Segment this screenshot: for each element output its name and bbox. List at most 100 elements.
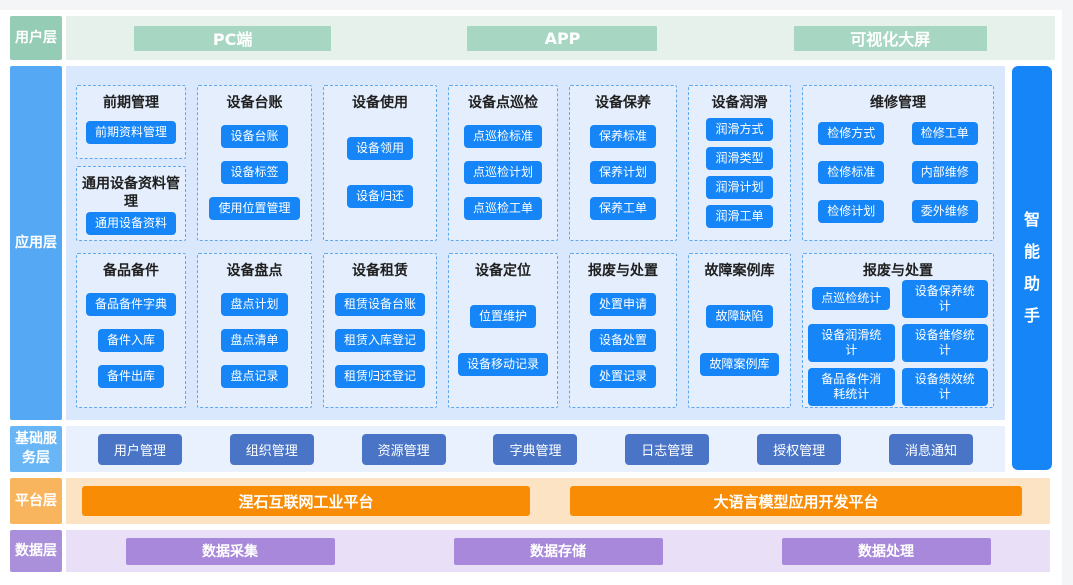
module-button[interactable]: 点巡检工单 [463, 197, 542, 221]
module-button-group: 润滑方式润滑类型润滑计划润滑工单 [694, 112, 785, 233]
module-button[interactable]: 保养计划 [589, 161, 656, 185]
module-card-title: 设备保养 [595, 95, 651, 111]
module-button[interactable]: 润滑类型 [706, 146, 773, 170]
module-card: 故障案例库故障缺陷故障案例库 [688, 252, 791, 408]
module-button-group: 租赁设备台账租赁入库登记租赁归还登记 [329, 280, 431, 401]
platform-button[interactable]: 大语言模型应用开发平台 [570, 486, 1022, 516]
layer-label-user: 用户层 [10, 16, 62, 60]
layer-label-platform: 平台层 [10, 478, 62, 524]
user-terminal-pill: PC端 [134, 25, 332, 51]
module-card-title: 设备台账 [226, 95, 283, 111]
service-button[interactable]: 字典管理 [493, 433, 578, 465]
module-button[interactable]: 备品备件字典 [85, 292, 176, 316]
module-button-group: 通用设备资料 [82, 211, 180, 235]
module-column: 设备润滑润滑方式润滑类型润滑计划润滑工单 [688, 85, 791, 241]
data-button[interactable]: 数据存储 [453, 537, 663, 565]
page-top-margin [0, 0, 1073, 10]
service-button[interactable]: 消息通知 [888, 433, 973, 465]
module-button[interactable]: 设备绩效统计 [901, 367, 988, 406]
service-button[interactable]: 日志管理 [625, 433, 710, 465]
module-card-title: 设备租赁 [352, 262, 408, 279]
module-column: 维修管理检修方式 检修工单检修标准 内部维修检修计划 委外维修 [802, 85, 994, 241]
module-card: 报废与处置处置申请设备处置处置记录 [569, 252, 677, 408]
module-button[interactable]: 点巡检标准 [463, 125, 542, 149]
data-button[interactable]: 数据处理 [781, 537, 991, 565]
data-layer-band: 数据采集 数据存储 数据处理 [66, 530, 1050, 572]
module-button[interactable]: 润滑工单 [706, 204, 773, 228]
module-button[interactable]: 点巡检统计 [812, 287, 891, 311]
module-card: 通用设备资料管理通用设备资料 [76, 166, 186, 241]
module-button-group: 位置维护设备移动记录 [454, 280, 552, 401]
module-button[interactable]: 设备领用 [346, 137, 413, 161]
module-button[interactable]: 前期资料管理 [85, 120, 176, 144]
module-button[interactable]: 设备移动记录 [457, 352, 548, 376]
assistant-sidebar[interactable]: 智能助手 [1012, 66, 1052, 470]
module-card-title: 报废与处置 [588, 262, 658, 279]
module-button[interactable]: 通用设备资料 [85, 211, 176, 235]
module-button[interactable]: 润滑计划 [706, 175, 773, 199]
module-button-group: 检修方式 检修工单检修标准 内部维修检修计划 委外维修 [808, 112, 988, 233]
module-button[interactable]: 设备处置 [589, 328, 656, 352]
module-button[interactable]: 盘点记录 [221, 364, 288, 388]
module-button[interactable]: 检修计划 [818, 200, 885, 224]
module-button[interactable]: 润滑方式 [706, 118, 773, 142]
module-button[interactable]: 租赁设备台账 [334, 292, 425, 316]
module-button[interactable]: 检修工单 [911, 122, 978, 146]
module-button[interactable]: 备件出库 [97, 364, 164, 388]
module-column: 设备保养保养标准保养计划保养工单 [569, 85, 677, 241]
module-button[interactable]: 保养标准 [589, 125, 656, 149]
module-column: 备品备件备品备件字典备件入库备件出库 [76, 252, 186, 408]
service-button[interactable]: 资源管理 [361, 433, 446, 465]
module-button-group: 点巡检标准点巡检计划点巡检工单 [454, 112, 552, 233]
module-button[interactable]: 处置申请 [589, 292, 656, 316]
module-button[interactable]: 设备归还 [346, 185, 413, 209]
module-button[interactable]: 备品备件消耗统计 [808, 367, 895, 406]
module-button[interactable]: 点巡检计划 [463, 161, 542, 185]
module-button-group: 前期资料管理 [82, 112, 180, 152]
module-card-title: 故障案例库 [704, 262, 775, 279]
module-button[interactable]: 处置记录 [589, 364, 656, 388]
service-button[interactable]: 组织管理 [229, 433, 314, 465]
service-button[interactable]: 授权管理 [757, 433, 842, 465]
module-button[interactable]: 位置维护 [469, 304, 536, 328]
module-button[interactable]: 保养工单 [589, 197, 656, 221]
module-card: 设备保养保养标准保养计划保养工单 [569, 85, 677, 241]
module-button[interactable]: 设备保养统计 [901, 279, 988, 318]
service-button[interactable]: 用户管理 [97, 433, 182, 465]
module-button[interactable]: 设备润滑统计 [808, 323, 895, 362]
module-button[interactable]: 委外维修 [911, 200, 978, 224]
module-button[interactable]: 故障案例库 [700, 352, 779, 376]
module-button[interactable]: 租赁归还登记 [334, 364, 425, 388]
module-card-title: 维修管理 [870, 95, 926, 111]
module-button-group: 处置申请设备处置处置记录 [575, 280, 671, 401]
module-button[interactable]: 盘点计划 [221, 292, 288, 316]
module-button[interactable]: 盘点清单 [221, 328, 288, 352]
data-button[interactable]: 数据采集 [125, 537, 335, 565]
platform-button[interactable]: 涅石互联网工业平台 [82, 486, 530, 516]
module-card: 设备定位位置维护设备移动记录 [448, 252, 558, 408]
module-button[interactable]: 使用位置管理 [209, 197, 300, 221]
module-button[interactable]: 检修方式 [818, 122, 885, 146]
module-card: 维修管理检修方式 检修工单检修标准 内部维修检修计划 委外维修 [802, 85, 994, 241]
module-button[interactable]: 故障缺陷 [706, 304, 773, 328]
layer-label-data: 数据层 [10, 530, 62, 572]
module-column: 设备租赁租赁设备台账租赁入库登记租赁归还登记 [323, 252, 437, 408]
module-button[interactable]: 租赁入库登记 [334, 328, 425, 352]
module-button[interactable]: 检修标准 [818, 161, 885, 185]
module-card-title: 设备使用 [352, 95, 408, 111]
module-card-title: 报废与处置 [863, 262, 933, 279]
module-button[interactable]: 内部维修 [911, 161, 978, 185]
module-button[interactable]: 设备维修统计 [901, 323, 988, 362]
page-right-margin [1062, 0, 1073, 585]
module-button[interactable]: 设备标签 [221, 161, 288, 185]
module-card-title: 设备盘点 [226, 262, 283, 279]
user-terminal-pill: 可视化大屏 [793, 25, 987, 51]
module-button[interactable]: 设备台账 [221, 125, 288, 149]
module-card-row: 备品备件备品备件字典备件入库备件出库设备盘点盘点计划盘点清单盘点记录设备租赁租赁… [76, 252, 995, 408]
module-card: 设备台账设备台账设备标签使用位置管理 [197, 85, 312, 241]
module-column: 设备点巡检点巡检标准点巡检计划点巡检工单 [448, 85, 558, 241]
module-button[interactable]: 备件入库 [97, 328, 164, 352]
module-card: 设备点巡检点巡检标准点巡检计划点巡检工单 [448, 85, 558, 241]
module-card-title: 备品备件 [103, 262, 159, 279]
